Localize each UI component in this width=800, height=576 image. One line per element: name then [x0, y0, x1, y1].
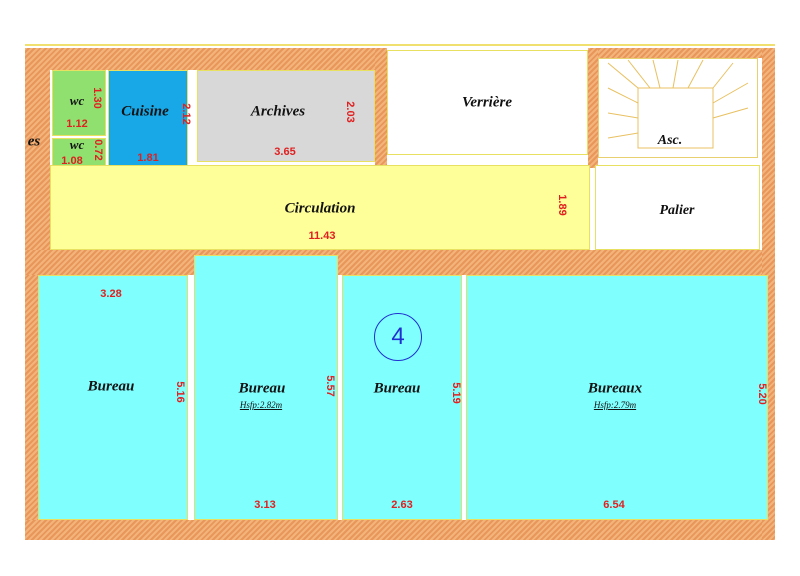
- room-stairs: [598, 58, 758, 158]
- verriere-label: Verrière: [462, 94, 512, 111]
- room-bureau-1: [38, 275, 188, 520]
- circulation-width: 11.43: [308, 230, 336, 242]
- wall-bottom: [25, 520, 775, 540]
- room-cuisine: [108, 70, 188, 166]
- wc-2-label: wc: [69, 137, 85, 152]
- wc-2-width: 1.08: [61, 155, 83, 167]
- room-bureaux: [466, 275, 768, 520]
- partial-room-label: es: [27, 133, 41, 150]
- bureau-2-height: 5.57: [324, 375, 336, 397]
- archives-width: 3.65: [274, 146, 296, 158]
- bureau-3-width: 2.63: [391, 499, 413, 511]
- wc-1-width: 1.12: [66, 118, 88, 130]
- outer-line-top: [25, 44, 775, 46]
- bureau-1-height: 5.16: [174, 381, 186, 403]
- cuisine-height: 2.12: [180, 103, 192, 125]
- wc-1-label: wc: [69, 93, 85, 108]
- plan-number-circle: 4: [374, 313, 422, 361]
- circulation-label: Circulation: [284, 200, 356, 217]
- bureau-1-label: Bureau: [87, 378, 135, 395]
- wc-1-height: 1.30: [91, 87, 103, 109]
- wall-top: [25, 48, 385, 70]
- room-archives: [197, 70, 375, 162]
- bureaux-label: Bureaux: [587, 380, 643, 397]
- archives-height: 2.03: [344, 101, 356, 123]
- archives-label: Archives: [250, 103, 306, 120]
- wc-2-height: 0.72: [92, 139, 104, 161]
- wall-core: [375, 48, 387, 168]
- room-palier: [595, 165, 760, 250]
- palier-label: Palier: [659, 203, 695, 218]
- asc-label: Asc.: [657, 133, 683, 148]
- room-wc-1: [52, 70, 106, 136]
- stairs-icon: [607, 59, 749, 149]
- room-circulation: [50, 165, 590, 250]
- bureau-2-label: Bureau: [238, 380, 286, 397]
- wall-top-right: [590, 48, 775, 58]
- bureau-3-label: Bureau: [373, 380, 421, 397]
- cuisine-label: Cuisine: [121, 103, 169, 120]
- bureaux-width: 6.54: [603, 499, 625, 511]
- bureau-1-width: 3.28: [100, 288, 122, 300]
- plan-number: 4: [391, 323, 405, 350]
- room-bureau-3: [342, 275, 462, 520]
- circulation-height: 1.89: [556, 194, 568, 216]
- bureaux-ceiling-height: Hsfp:2.79m: [593, 400, 637, 410]
- bureau-2-width: 3.13: [254, 499, 276, 511]
- bureau-3-height: 5.19: [450, 382, 462, 404]
- room-bureau-2: [194, 255, 338, 520]
- cuisine-width: 1.81: [137, 152, 159, 164]
- wall-mid: [25, 250, 775, 275]
- bureaux-height: 5.20: [756, 383, 768, 405]
- wall-core2: [588, 48, 598, 168]
- bureau-2-ceiling-height: Hsfp:2.82m: [239, 400, 283, 410]
- room-verriere: [387, 50, 588, 155]
